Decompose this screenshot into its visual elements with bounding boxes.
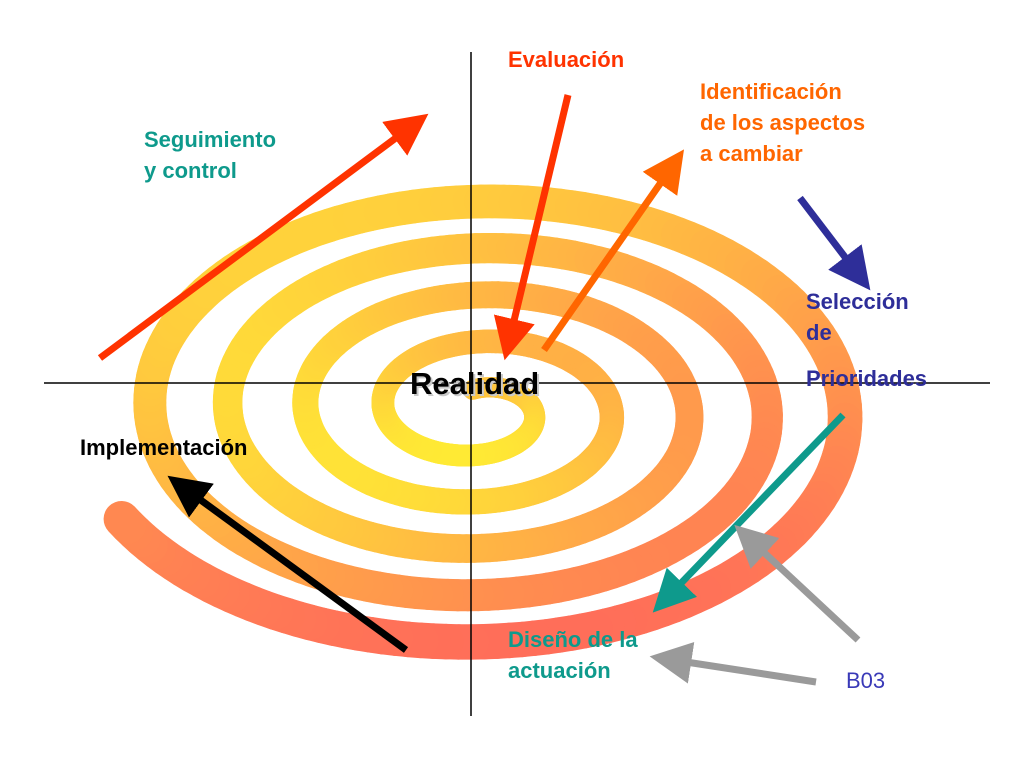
implementacion-label: Implementación — [80, 435, 248, 460]
identificacion-arrow — [541, 149, 685, 353]
identificacion-line-3: a cambiar — [700, 141, 803, 166]
evaluacion-arrow — [493, 94, 572, 361]
identificacion-label: Identificación de los aspectos a cambiar — [700, 76, 865, 169]
spiral-band — [103, 184, 863, 660]
evaluacion-label: Evaluación — [508, 47, 625, 72]
realidad-label: Realidad — [410, 366, 540, 401]
seguimiento-label: Seguimiento y control — [144, 124, 276, 186]
b03-arrow-lower — [649, 642, 817, 686]
b03-arrow-upper — [734, 524, 861, 643]
seguimiento-arrow — [97, 113, 429, 361]
seleccion-label: Selección de Prioridades — [806, 286, 927, 394]
b03-label: B03 — [846, 668, 886, 693]
seguimiento-line-2: y control — [144, 158, 237, 183]
seleccion-line-3: Prioridades — [806, 366, 928, 391]
seleccion-arrow — [797, 195, 871, 291]
seleccion-line-1: Selección — [806, 289, 909, 314]
seleccion-line-2: de — [806, 320, 832, 345]
seguimiento-line-1: Seguimiento — [144, 127, 277, 152]
spiral-segment — [103, 501, 147, 544]
identificacion-line-1: Identificación — [700, 79, 842, 104]
diseno-line-2: actuación — [508, 658, 611, 683]
diseno-label: Diseño de la actuación — [508, 624, 638, 686]
implementacion-arrow — [167, 475, 409, 653]
identificacion-line-2: de los aspectos — [700, 110, 866, 135]
diseno-arrow — [652, 412, 846, 613]
diseno-line-1: Diseño de la — [508, 627, 638, 652]
